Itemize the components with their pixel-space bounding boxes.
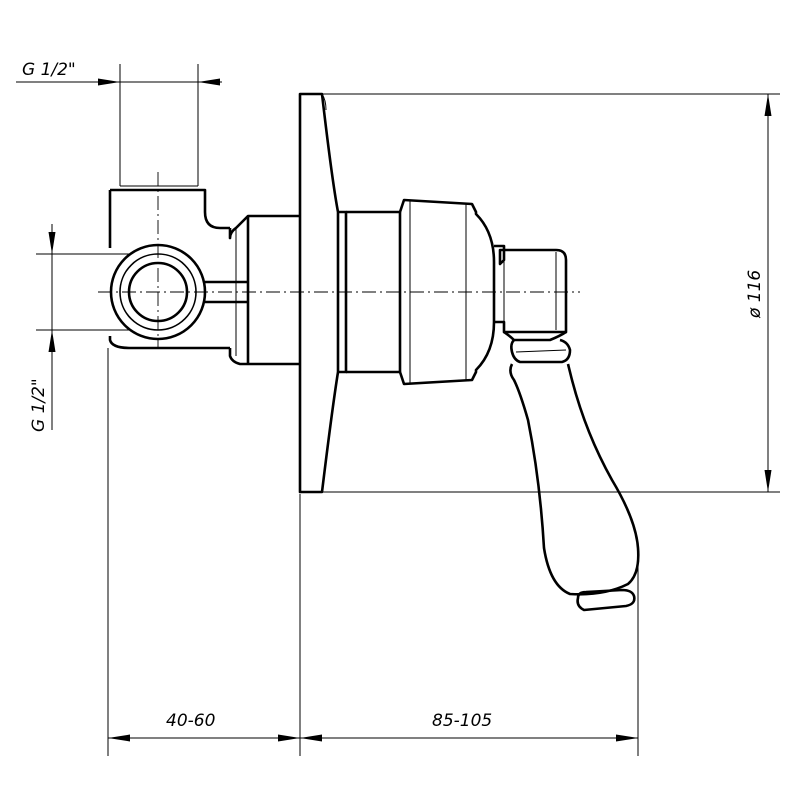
inlet-side-label: G 1/2" xyxy=(29,378,49,432)
wall-plate xyxy=(298,92,340,494)
wall-depth-label: 40-60 xyxy=(166,711,215,731)
bonnet xyxy=(338,198,496,386)
inlet-top-label: G 1/2" xyxy=(22,60,76,80)
side-inlet-mid xyxy=(119,253,197,331)
plate-diameter-label: ø 116 xyxy=(745,270,765,319)
dim-inlet-top: G 1/2" xyxy=(16,60,222,186)
lever-handle xyxy=(494,244,640,612)
dim-projection: 85-105 xyxy=(300,560,639,756)
valve-body xyxy=(108,185,300,366)
projection-label: 85-105 xyxy=(432,711,492,731)
dim-plate-diameter: ø 116 xyxy=(322,93,780,493)
dim-inlet-side: G 1/2" xyxy=(29,224,130,432)
side-inlet-outer xyxy=(109,243,207,341)
dim-wall-depth: 40-60 xyxy=(107,348,301,756)
side-inlet-inner xyxy=(127,261,189,323)
